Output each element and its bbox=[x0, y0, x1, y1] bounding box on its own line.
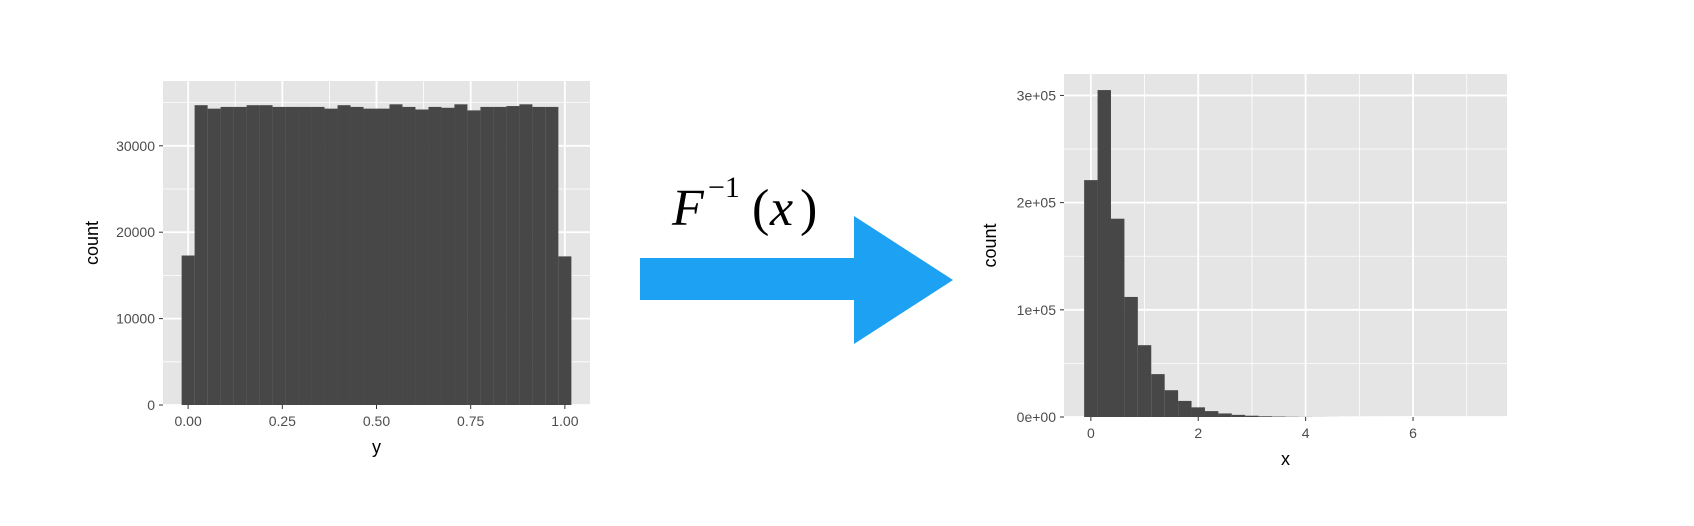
x-tick-label: 6 bbox=[1409, 425, 1417, 441]
histogram-bar bbox=[246, 105, 260, 405]
histogram-bar bbox=[363, 108, 377, 405]
histogram-bar bbox=[1231, 414, 1246, 417]
transform-arrow bbox=[640, 216, 953, 344]
x-tick-label: 0 bbox=[1087, 425, 1095, 441]
histogram-bar bbox=[389, 104, 403, 405]
x-tick-label: 1.00 bbox=[551, 413, 578, 429]
histogram-bar bbox=[402, 106, 416, 406]
histogram-bar bbox=[1245, 415, 1259, 417]
histogram-bar bbox=[233, 106, 247, 406]
histogram-bar bbox=[1218, 413, 1232, 417]
x-tick-label: 0.25 bbox=[269, 413, 296, 429]
histogram-bar bbox=[1178, 400, 1192, 417]
histogram-bar bbox=[506, 106, 520, 405]
y-tick-label: 1e+05 bbox=[1017, 302, 1057, 318]
histogram-bar bbox=[259, 105, 273, 405]
histogram-bar bbox=[519, 104, 533, 405]
inverse-cdf-formula: F −1 ( x ) bbox=[671, 171, 817, 237]
y-axis-title: count bbox=[980, 223, 1000, 267]
y-tick-label: 3e+05 bbox=[1017, 87, 1057, 103]
x-axis-title: x bbox=[1281, 449, 1290, 469]
y-tick-label: 0 bbox=[147, 397, 155, 413]
histogram-bar bbox=[298, 106, 312, 406]
histogram-bar bbox=[454, 104, 468, 405]
y-tick-label: 2e+05 bbox=[1017, 195, 1057, 211]
histogram-bar bbox=[311, 106, 325, 406]
x-tick-label: 2 bbox=[1194, 425, 1202, 441]
histogram-bar bbox=[1110, 218, 1125, 417]
histogram-bar bbox=[493, 106, 507, 406]
x-tick-label: 0.50 bbox=[363, 413, 390, 429]
x-tick-label: 0.00 bbox=[175, 413, 202, 429]
y-tick-label: 10000 bbox=[116, 311, 155, 327]
y-axis-title: count bbox=[82, 221, 102, 265]
x-tick-label: 4 bbox=[1302, 425, 1310, 441]
histogram-bar bbox=[1097, 90, 1111, 417]
exponential-histogram: 0 2 4 6 0e+00 1e+05 2e+05 3e+05 x count bbox=[980, 74, 1507, 469]
histogram-bar bbox=[415, 109, 429, 406]
histogram-bar bbox=[207, 108, 221, 405]
histogram-bar bbox=[1164, 390, 1179, 417]
formula-function: F bbox=[671, 180, 705, 237]
y-tick-label: 20000 bbox=[116, 224, 155, 240]
x-tick-label: 0.75 bbox=[457, 413, 484, 429]
histogram-bar bbox=[1124, 296, 1138, 417]
histogram-bar bbox=[181, 255, 195, 405]
histogram-bar bbox=[1151, 374, 1165, 417]
arrow-icon bbox=[640, 216, 953, 344]
histogram-bar bbox=[220, 106, 234, 406]
histogram-bar bbox=[532, 106, 546, 406]
histogram-bar bbox=[1137, 345, 1152, 417]
histogram-bar bbox=[558, 256, 572, 405]
histogram-bar bbox=[1258, 416, 1273, 417]
histogram-bar bbox=[467, 110, 481, 405]
histogram-bar bbox=[428, 106, 442, 406]
histogram-bar bbox=[545, 106, 559, 406]
y-tick-label: 30000 bbox=[116, 138, 155, 154]
histogram-bar bbox=[194, 105, 208, 405]
uniform-histogram: 0.00 0.25 0.50 0.75 1.00 0 10000 20000 30000 y cou… bbox=[82, 81, 590, 457]
x-axis-title: y bbox=[372, 437, 381, 457]
y-tick-label: 0e+00 bbox=[1017, 409, 1057, 425]
histogram-bar bbox=[1084, 180, 1098, 417]
histogram-bar bbox=[376, 108, 390, 405]
histogram-bar bbox=[1191, 407, 1205, 417]
histogram-bar bbox=[350, 106, 364, 406]
formula-superscript: −1 bbox=[708, 171, 740, 204]
formula-close-paren: ) bbox=[800, 180, 817, 237]
histogram-bar bbox=[285, 106, 299, 406]
formula-open-paren: ( bbox=[752, 180, 769, 237]
histogram-bar bbox=[272, 106, 286, 406]
formula-variable: x bbox=[769, 180, 793, 237]
histogram-bar bbox=[441, 107, 455, 405]
histogram-bar bbox=[1204, 411, 1219, 417]
histogram-bar bbox=[480, 106, 494, 406]
histogram-bar bbox=[324, 108, 338, 405]
histogram-bar bbox=[337, 105, 351, 405]
